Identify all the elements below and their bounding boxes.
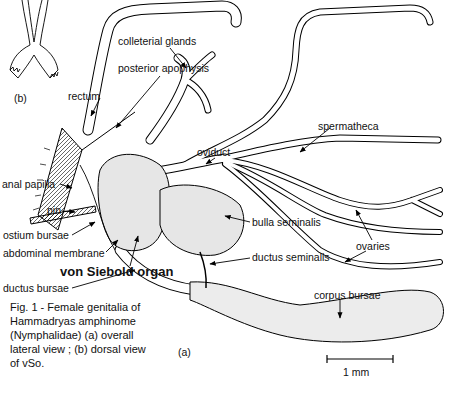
part-label: corpus bursae — [314, 289, 381, 301]
part-label: ductus seminalis — [252, 251, 330, 263]
bulla-seminalis-shape — [160, 185, 244, 255]
part-label: ductus bursae — [3, 282, 69, 294]
leader-line — [210, 258, 250, 264]
part-label: (a) — [178, 346, 191, 358]
scale-bar-tick — [392, 355, 393, 363]
leader-line — [356, 210, 372, 240]
tube-fills — [88, 6, 440, 290]
colleterial-gland-branch — [185, 80, 208, 110]
colleterial-gland-fill — [185, 80, 208, 110]
ovary-tube — [225, 160, 440, 214]
ductus-seminalis-line — [200, 252, 206, 288]
leader-line — [206, 158, 215, 164]
rectum-tube-fill — [88, 6, 236, 130]
part-label: posterior apophysis — [118, 62, 209, 74]
part-label: (b) — [14, 92, 27, 104]
part-label: 1 mm — [343, 366, 369, 378]
vso-inner-line — [28, 0, 42, 42]
part-label: bulla seminalis — [252, 216, 321, 228]
leader-line — [62, 211, 75, 212]
leader-line — [106, 240, 118, 252]
tubes — [88, 6, 440, 290]
vso-frill — [10, 67, 58, 78]
leader-line — [116, 76, 160, 128]
part-label: colleterial glands — [118, 35, 196, 47]
part-label: rectum — [68, 90, 100, 102]
leader-line — [130, 236, 138, 266]
leader-line — [60, 184, 72, 188]
rectum-tube — [88, 6, 236, 130]
ovary-fill — [225, 162, 440, 232]
von-siebold-organ-shape — [98, 154, 169, 250]
posterior-apophysis-rod — [82, 112, 135, 150]
part-label: ostium bursae — [3, 229, 69, 241]
scale-bar — [327, 355, 393, 363]
scale-bar-tick — [326, 355, 327, 363]
vso-outline — [10, 0, 58, 78]
pin-symbol — [30, 206, 96, 224]
corpus-bursae-shape — [190, 282, 444, 342]
figure-caption: Fig. 1 - Female genitalia of Hammadryas … — [10, 300, 155, 370]
part-label: oviduct — [197, 146, 230, 158]
tube-outlines — [88, 6, 440, 290]
part-label: anal papilla — [2, 178, 55, 190]
leader-lines — [60, 48, 372, 318]
scale-bar-line — [327, 358, 393, 359]
part-label: spermatheca — [318, 120, 379, 132]
part-label: pin — [47, 204, 61, 216]
leader-line — [72, 222, 95, 235]
part-label: ovaries — [356, 240, 390, 252]
leader-line — [345, 251, 366, 262]
part-label: abdominal membrane — [3, 247, 105, 259]
ovary-tube — [225, 138, 438, 158]
part-label: von Siebold organ — [60, 266, 173, 278]
leader-line — [225, 216, 250, 222]
vso-dorsal-view — [10, 0, 58, 78]
ovary-fill — [225, 164, 440, 266]
ovary-fill — [225, 138, 438, 158]
leader-line — [340, 300, 341, 318]
ovary-fill — [225, 160, 440, 214]
